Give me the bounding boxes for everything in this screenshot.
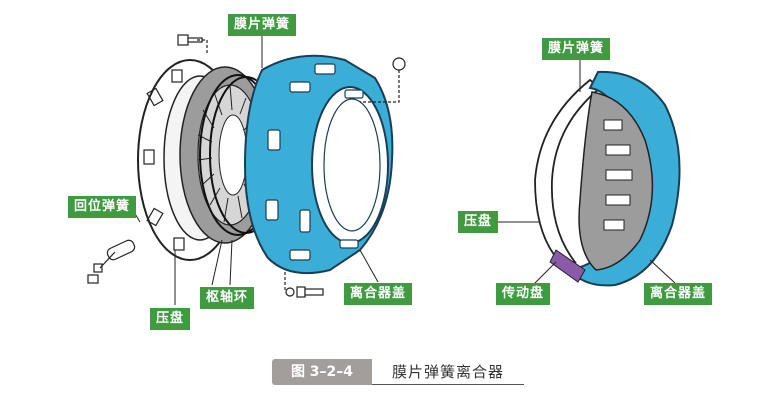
label-right-pressure-plate: 压盘	[458, 211, 499, 233]
right-diaphragm-spring	[578, 91, 654, 271]
label-right-diaphragm-spring: 膜片弹簧	[542, 38, 611, 60]
right-pressure-plate	[534, 78, 602, 263]
label-right-clutch-cover: 离合器盖	[644, 283, 713, 305]
label-left-clutch-cover: 离合器盖	[344, 283, 413, 305]
label-left-pivot-ring: 枢轴环	[200, 287, 255, 309]
caption-underline	[372, 384, 524, 385]
left-hardware	[87, 34, 406, 298]
left-clutch-cover	[243, 54, 394, 275]
figure-title: 膜片弹簧离合器	[392, 363, 505, 381]
label-left-diaphragm-spring: 膜片弹簧	[228, 14, 297, 36]
right-drive-plate	[549, 249, 586, 283]
label-left-return-spring: 回位弹簧	[68, 196, 137, 218]
label-right-drive-plate: 传动盘	[496, 283, 551, 305]
label-left-pressure-plate: 压盘	[150, 308, 191, 330]
left-leader-lines	[130, 36, 379, 305]
figure-number: 图 3–2–4	[272, 359, 372, 385]
